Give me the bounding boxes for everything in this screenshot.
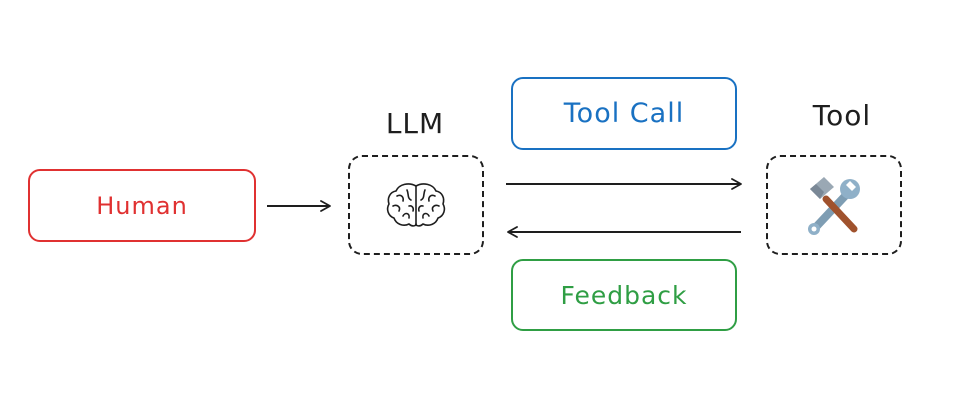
human-label: Human xyxy=(96,191,188,220)
llm-title: LLM xyxy=(385,107,445,140)
tool-call-label: Tool Call xyxy=(563,98,685,129)
llm-node xyxy=(348,155,484,255)
feedback-node: Feedback xyxy=(511,259,737,331)
hammer-and-wrench-icon xyxy=(808,177,860,235)
tool-node xyxy=(766,155,902,255)
human-node: Human xyxy=(28,169,256,242)
tool-call-node: Tool Call xyxy=(511,77,737,150)
brain-icon xyxy=(386,183,446,227)
tool-title: Tool xyxy=(812,99,872,132)
feedback-label: Feedback xyxy=(560,280,688,310)
